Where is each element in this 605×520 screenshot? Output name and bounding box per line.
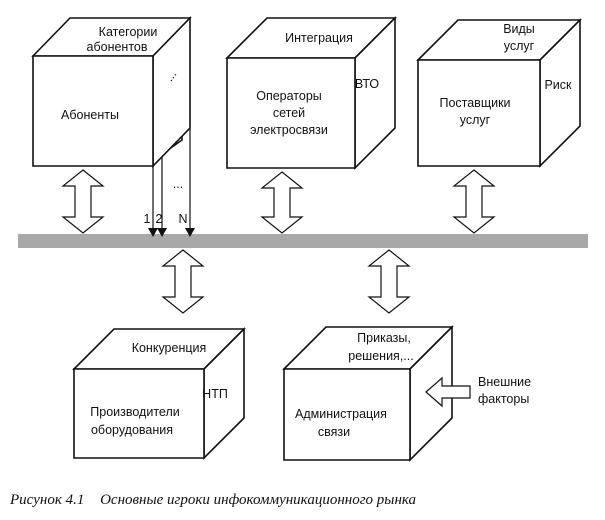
providers-top-label-2: услуг <box>504 39 535 53</box>
operators-side-label-1: ВТО <box>355 77 380 91</box>
providers-side-label-1: Риск <box>544 78 572 92</box>
channel-arrowhead-2 <box>157 228 167 237</box>
channel-arrowhead-1 <box>148 228 158 237</box>
manufacturers-bus-arrow <box>161 249 205 314</box>
operators-front-label-3: электросвязи <box>250 123 328 137</box>
figure-caption: Рисунок 4.1 Основные игроки инфокоммуник… <box>9 492 416 508</box>
providers-box: Виды услуг Риск Поставщики услуг <box>416 18 582 168</box>
administration-front-face <box>283 368 411 461</box>
subscriber-channels: 1 2 N ... <box>144 128 195 237</box>
subscribers-front-label-1: Абоненты <box>61 108 119 122</box>
administration-bus-arrow <box>367 249 411 314</box>
external-factors-label-1: Внешние <box>478 375 531 389</box>
channel-label-n: N <box>178 212 187 226</box>
administration-front-label-2: связи <box>318 425 350 439</box>
figure-title: Основные игроки инфокоммуникационного ры… <box>100 492 416 508</box>
manufacturers-front-face <box>73 368 205 459</box>
administration-top-label-2: решения,... <box>348 349 413 363</box>
figure-number: Рисунок 4.1 <box>9 492 84 508</box>
external-factors-arrow <box>425 376 471 408</box>
channel-dots: ... <box>173 177 183 191</box>
manufacturers-top-label-1: Конкуренция <box>132 341 207 355</box>
operators-front-label-1: Операторы <box>256 89 322 103</box>
external-factors-label-2: факторы <box>478 392 529 406</box>
providers-top-label-1: Виды <box>503 22 535 36</box>
providers-front-label-2: услуг <box>460 113 491 127</box>
channel-label-2: 2 <box>156 212 163 226</box>
subscribers-top-label-2: абонентов <box>87 40 148 54</box>
manufacturers-front-label-1: Производители <box>90 405 179 419</box>
administration-front-label-1: Администрация <box>295 407 387 421</box>
operators-box: Интеграция ВТО Операторы сетей электросв… <box>225 16 397 170</box>
market-bus-bar <box>18 234 588 248</box>
channel-label-1: 1 <box>144 212 151 226</box>
providers-bus-arrow <box>452 169 496 234</box>
manufacturers-side-label-1: НТП <box>202 387 228 401</box>
operators-front-face <box>226 57 356 169</box>
subscribers-box: ... Категории абонентов Абоненты <box>31 16 192 168</box>
providers-front-label-1: Поставщики <box>439 96 510 110</box>
manufacturers-front-label-2: оборудования <box>91 423 173 437</box>
subscribers-bus-arrow <box>61 169 105 234</box>
administration-top-label-1: Приказы, <box>357 331 411 345</box>
operators-front-label-2: сетей <box>273 106 305 120</box>
manufacturers-box: Конкуренция НТП Производители оборудован… <box>72 327 246 460</box>
channel-arrowhead-n <box>185 228 195 237</box>
subscribers-top-label-1: Категории <box>99 25 158 39</box>
operators-bus-arrow <box>260 171 304 234</box>
operators-top-label-1: Интеграция <box>285 31 353 45</box>
providers-front-face <box>417 59 541 167</box>
external-factors: Внешние факторы <box>425 375 531 408</box>
administration-box: Приказы, решения,... Администрация связи <box>282 325 454 462</box>
